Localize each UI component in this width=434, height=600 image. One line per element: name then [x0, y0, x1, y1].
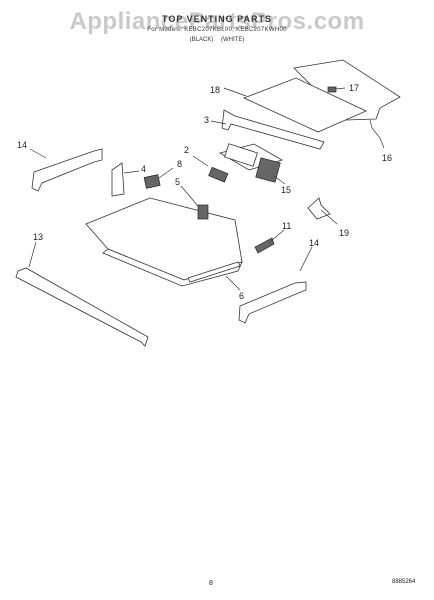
callout-17: 17 — [349, 83, 359, 93]
part-4-small-bracket[interactable] — [111, 162, 140, 197]
part-2-connector[interactable] — [192, 155, 229, 183]
callout-14-left: 14 — [17, 140, 27, 150]
part-3-bracket[interactable] — [210, 109, 325, 150]
callout-8: 8 — [177, 159, 182, 169]
page-number: 8 — [209, 580, 213, 587]
callout-6: 6 — [239, 291, 244, 301]
model-line: For Models: KEBC207KBL00, KEBC207KWH00 — [147, 27, 287, 33]
callout-16: 16 — [382, 153, 392, 163]
callout-11: 11 — [282, 221, 291, 231]
callout-19: 19 — [339, 228, 349, 238]
part-14-right-bracket[interactable] — [238, 246, 313, 324]
part-6-strip[interactable] — [187, 261, 241, 291]
callout-18: 18 — [210, 85, 220, 95]
callout-3: 3 — [204, 115, 209, 125]
callout-13: 13 — [33, 232, 43, 242]
part-14-left-bracket[interactable] — [29, 148, 103, 192]
diagram-title: TOP VENTING PARTS — [161, 14, 272, 24]
callout-15: 15 — [281, 185, 291, 195]
part-18-vent-plate[interactable] — [223, 77, 367, 133]
part-19-bracket[interactable] — [307, 197, 338, 225]
color-white: (WHITE) — [221, 37, 245, 43]
watermark: AppliancePartsPros.com — [69, 8, 365, 35]
color-line: (BLACK) (WHITE) — [0, 37, 434, 43]
callout-14-right: 14 — [309, 238, 319, 248]
part-17-screw[interactable] — [327, 86, 346, 93]
part-13-rail[interactable] — [15, 241, 149, 347]
part-15-fan-motor[interactable] — [218, 143, 286, 185]
part-8-terminal-block[interactable] — [143, 167, 174, 189]
document-code: 8885264 — [392, 579, 416, 585]
part-11-block[interactable] — [254, 229, 285, 254]
callout-4: 4 — [141, 164, 146, 174]
callout-2: 2 — [184, 145, 189, 155]
callout-5: 5 — [175, 177, 180, 187]
color-black: (BLACK) — [189, 37, 214, 43]
